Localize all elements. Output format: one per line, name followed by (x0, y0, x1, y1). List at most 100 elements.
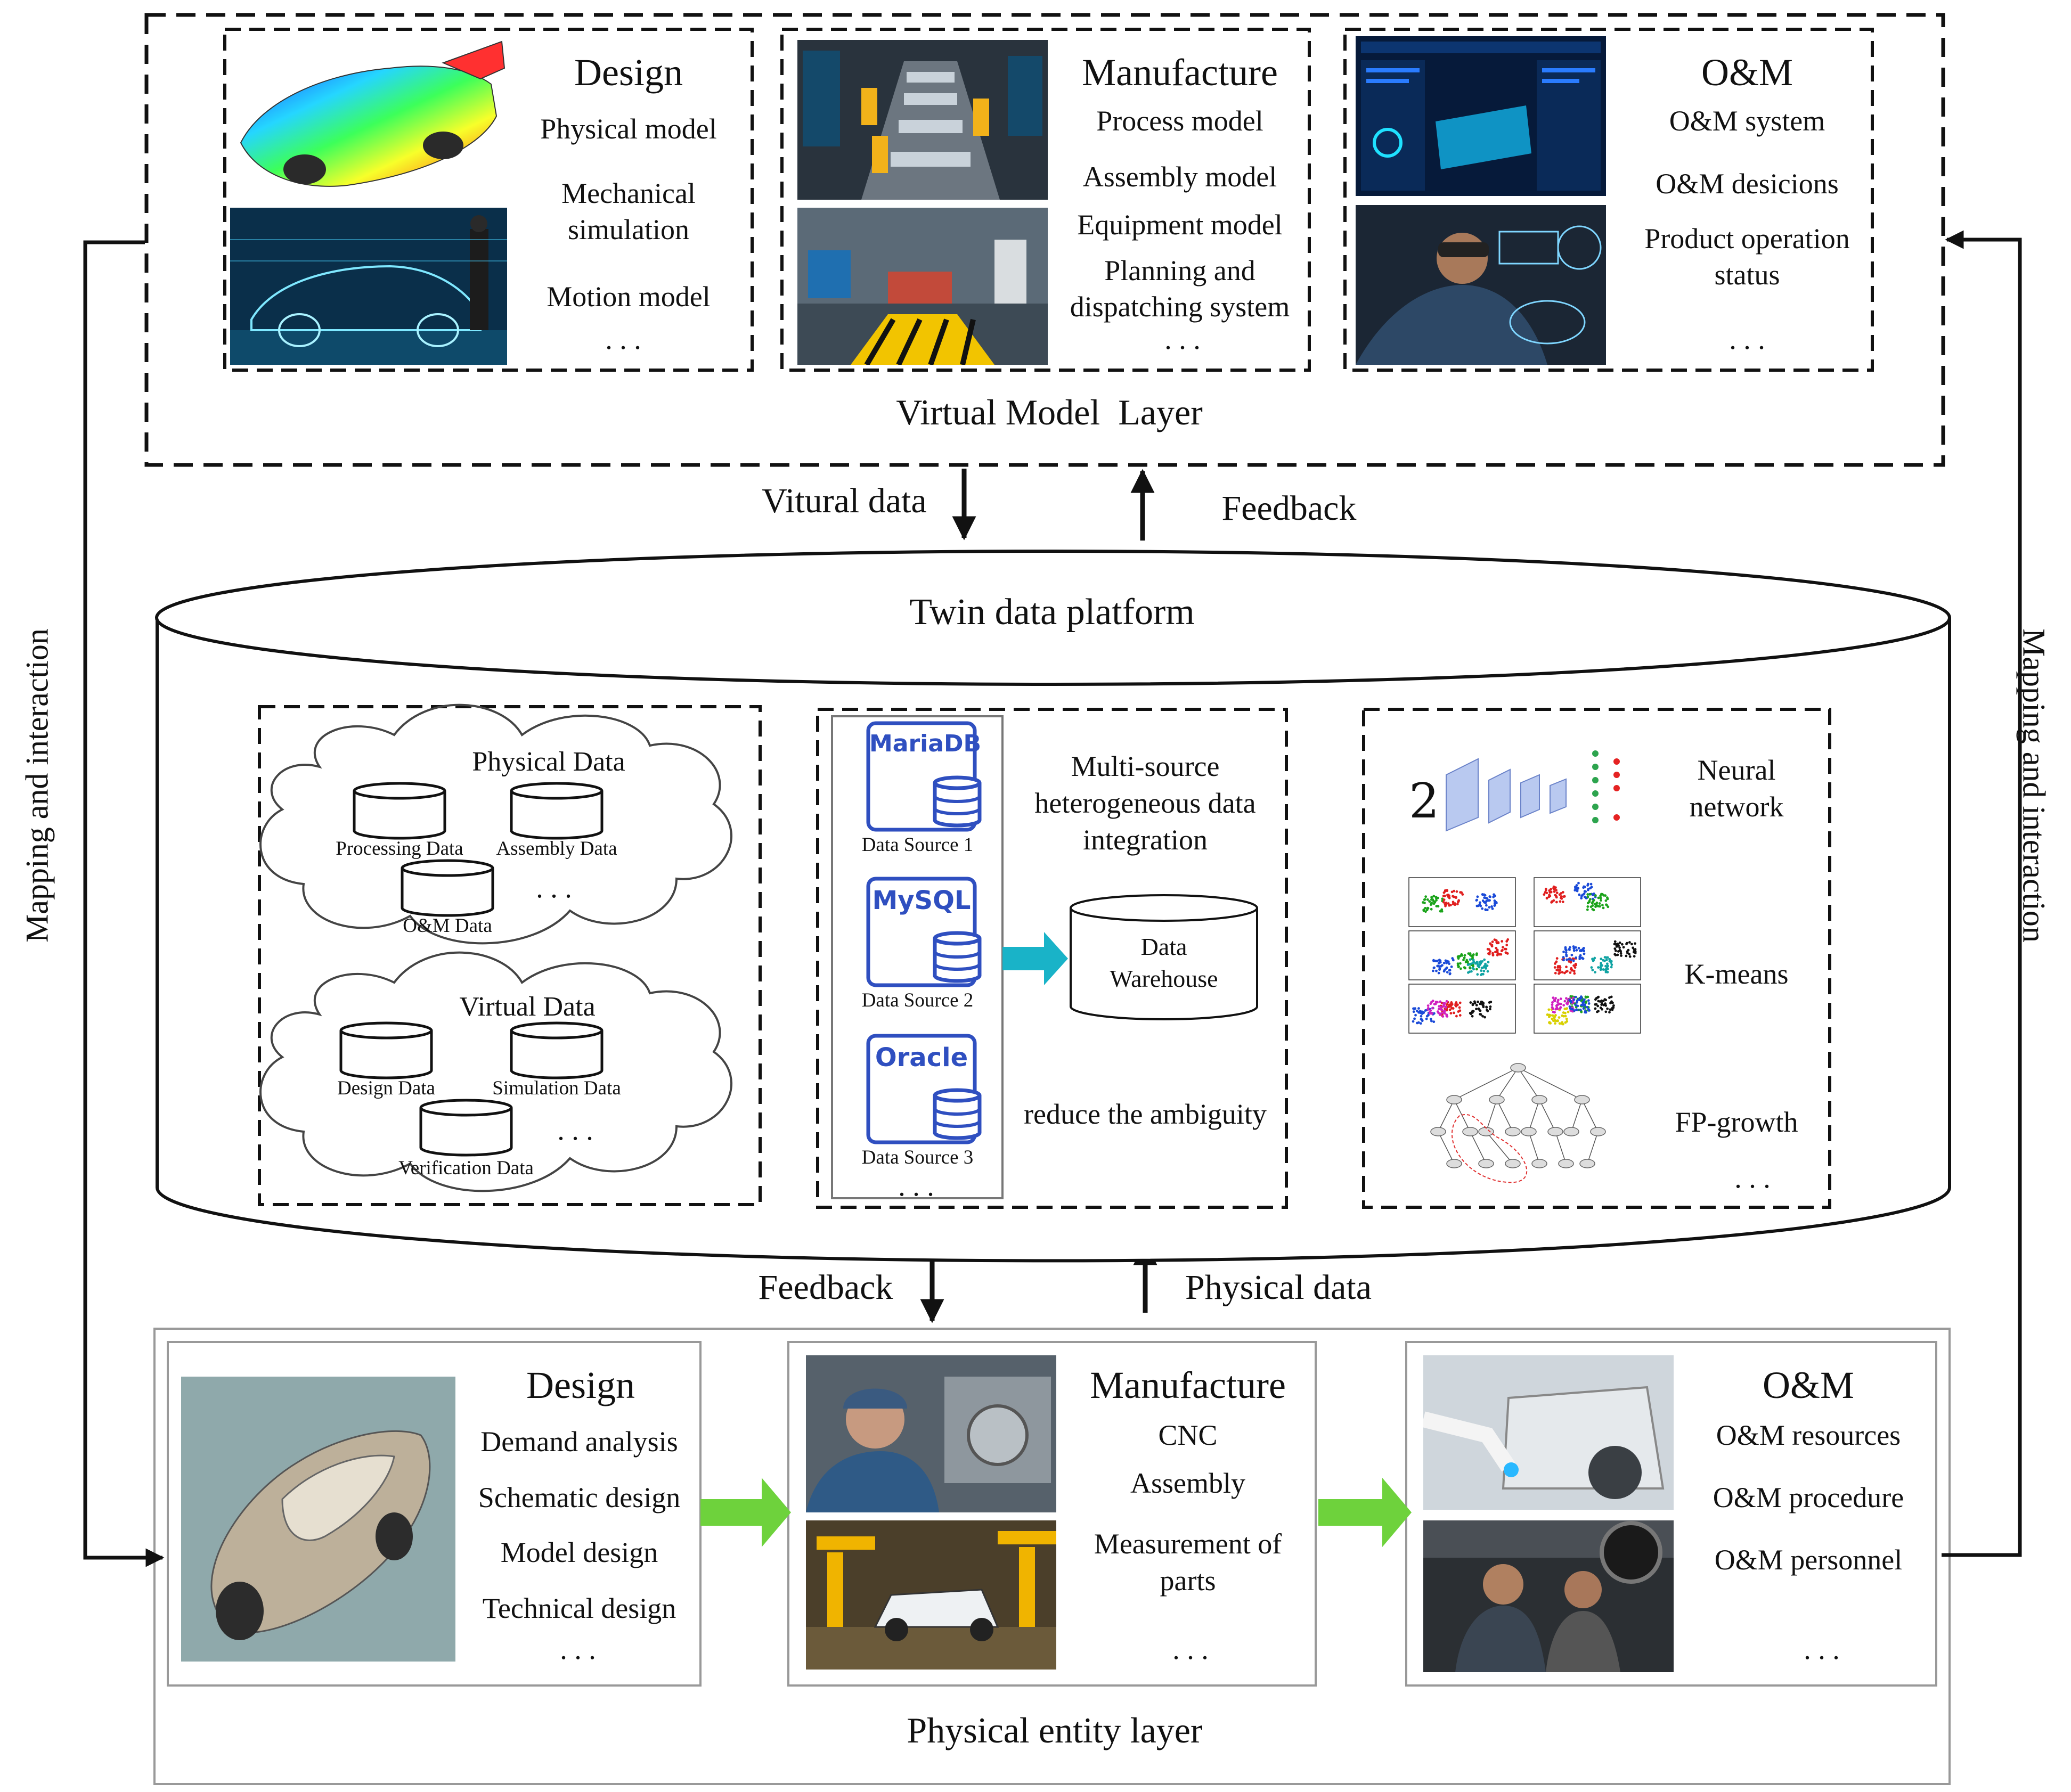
mapping-left-connector (83, 240, 165, 1567)
physical-data-cloud (259, 703, 732, 945)
physical-design-car-image (181, 1377, 455, 1662)
virtual-manufacture-item: Process model (1096, 105, 1263, 137)
virtual-om-item: Product operation status (1644, 223, 1850, 291)
simulation-data-label: Simulation Data (492, 1077, 621, 1099)
virtual-manufacture-item: . . . (1164, 323, 1201, 355)
virtual-manufacture-item: Assembly model (1082, 161, 1277, 193)
om-dashboard-image (1356, 36, 1606, 196)
virtual-data-more: . . . (557, 1114, 593, 1146)
virtual-layer-frame (144, 13, 1945, 467)
neural-network-image: 2 (1398, 716, 1643, 852)
design-cfd-car-image (230, 36, 507, 201)
assembly-data-cylinder (510, 782, 604, 840)
om-ar-engineer-image (1356, 205, 1606, 365)
virtual-design-box (223, 28, 754, 372)
integration-label: Multi-source heterogeneous data integrat… (1034, 750, 1256, 856)
platform-cylinder-top (155, 550, 1951, 686)
neural-network-label: Neural network (1689, 754, 1784, 823)
virtual-design-item: Physical model (540, 113, 717, 145)
algorithms-more: . . . (1734, 1162, 1771, 1194)
virtual-manufacture-item: Planning and dispatching system (1070, 255, 1290, 323)
algorithms-box (1362, 708, 1831, 1209)
physical-om-item: . . . (1804, 1633, 1840, 1665)
design-hologram-car-image (230, 208, 507, 365)
verification-data-cylinder (419, 1099, 513, 1157)
design-data-label: Design Data (337, 1077, 435, 1099)
manufacture-to-om-arrow (1318, 1478, 1412, 1547)
mysql-label: MySQL (872, 886, 971, 915)
physical-design-item: . . . (560, 1633, 596, 1665)
virtual-om-item: . . . (1729, 323, 1765, 355)
virtual-layer-label: Virtual Model Layer (896, 392, 1203, 432)
k-means-label: K-means (1684, 958, 1789, 990)
physical-manufacture-title: Manufacture (1090, 1364, 1286, 1406)
physical-om-item: O&M procedure (1713, 1482, 1904, 1513)
k-means-image (1401, 873, 1646, 1036)
physical-data-title: Physical Data (472, 747, 625, 777)
simulation-data-cylinder (510, 1021, 604, 1079)
platform-title: Twin data platform (909, 592, 1195, 633)
mapping-left-label: Mapping and interaction (19, 628, 55, 943)
virtual-data-label: Vitural data (762, 481, 927, 520)
mariadb-label: MariaDB (869, 730, 982, 757)
reduce-ambiguity-label: reduce the ambiguity (1024, 1098, 1267, 1130)
virtual-data-title: Virtual Data (459, 992, 596, 1022)
data-warehouse-cylinder (1070, 894, 1258, 1020)
virtual-om-title: O&M (1701, 51, 1793, 94)
virtual-om-item: O&M system (1669, 105, 1825, 137)
oracle-db-icon (866, 1034, 982, 1144)
design-data-cylinder (339, 1021, 433, 1079)
om-data-cylinder (401, 859, 494, 917)
physical-manufacture-item: CNC (1158, 1419, 1218, 1451)
physical-design-item: Demand analysis (480, 1426, 678, 1458)
mapping-right-label: Mapping and interaction (2016, 628, 2052, 943)
virtual-om-item: O&M desicions (1656, 168, 1839, 200)
physical-manufacture-item: Assembly (1130, 1467, 1245, 1499)
data-clouds-box (258, 705, 762, 1206)
virtual-manufacture-title: Manufacture (1082, 51, 1278, 94)
manufacture-factory-floor-image (797, 208, 1048, 365)
physical-data-more: . . . (536, 872, 572, 904)
oracle-label: Oracle (875, 1043, 968, 1073)
feedback-bottom-label: Feedback (758, 1268, 893, 1307)
design-to-manufacture-arrow (700, 1478, 791, 1547)
physical-om-item: O&M personnel (1714, 1544, 1903, 1576)
db-icons (866, 721, 982, 1144)
physical-om-title: O&M (1762, 1364, 1855, 1406)
physical-design-item: Technical design (482, 1592, 676, 1624)
data-warehouse-label: Data Warehouse (1110, 933, 1218, 992)
physical-layer-label: Physical entity layer (907, 1710, 1203, 1750)
physical-om-item: O&M resources (1716, 1419, 1901, 1451)
virtual-design-title: Design (574, 51, 683, 94)
manufacture-process-line-image (797, 40, 1048, 200)
cnc-worker-image (806, 1355, 1056, 1512)
virtual-design-item: Mechanical simulation (561, 177, 696, 246)
virtual-design-item: . . . (605, 323, 641, 355)
robot-inspection-image (1423, 1355, 1674, 1510)
virtual-data-cloud (259, 951, 732, 1192)
virtual-manufacture-item: Equipment model (1077, 209, 1283, 241)
fp-growth-image (1406, 1057, 1630, 1193)
physical-design-item: Schematic design (478, 1482, 681, 1513)
integration-box (816, 708, 1288, 1209)
integration-flow-arrow (1002, 932, 1068, 985)
assembly-data-label: Assembly Data (496, 838, 617, 860)
assembly-line-image (806, 1520, 1056, 1670)
mapping-right-connector (1942, 230, 2022, 1557)
virtual-design-item: Motion model (547, 281, 711, 313)
fp-growth-label: FP-growth (1675, 1106, 1798, 1138)
virtual-manufacture-box (780, 28, 1311, 372)
data-sources-more: . . . (898, 1170, 934, 1202)
processing-data-cylinder (353, 782, 446, 840)
data-source-2-label: Data Source 2 (861, 989, 974, 1011)
processing-data-label: Processing Data (336, 838, 463, 860)
physical-data-label: Physical data (1185, 1268, 1372, 1307)
physical-manufacture-item: Measurement of parts (1094, 1528, 1282, 1597)
data-source-1-label: Data Source 1 (861, 834, 974, 856)
mechanics-under-car-image (1423, 1520, 1674, 1672)
om-data-label: O&M Data (403, 915, 492, 937)
physical-design-title: Design (526, 1364, 635, 1406)
feedback-top-label: Feedback (1221, 489, 1357, 528)
physical-design-item: Model design (500, 1536, 658, 1568)
